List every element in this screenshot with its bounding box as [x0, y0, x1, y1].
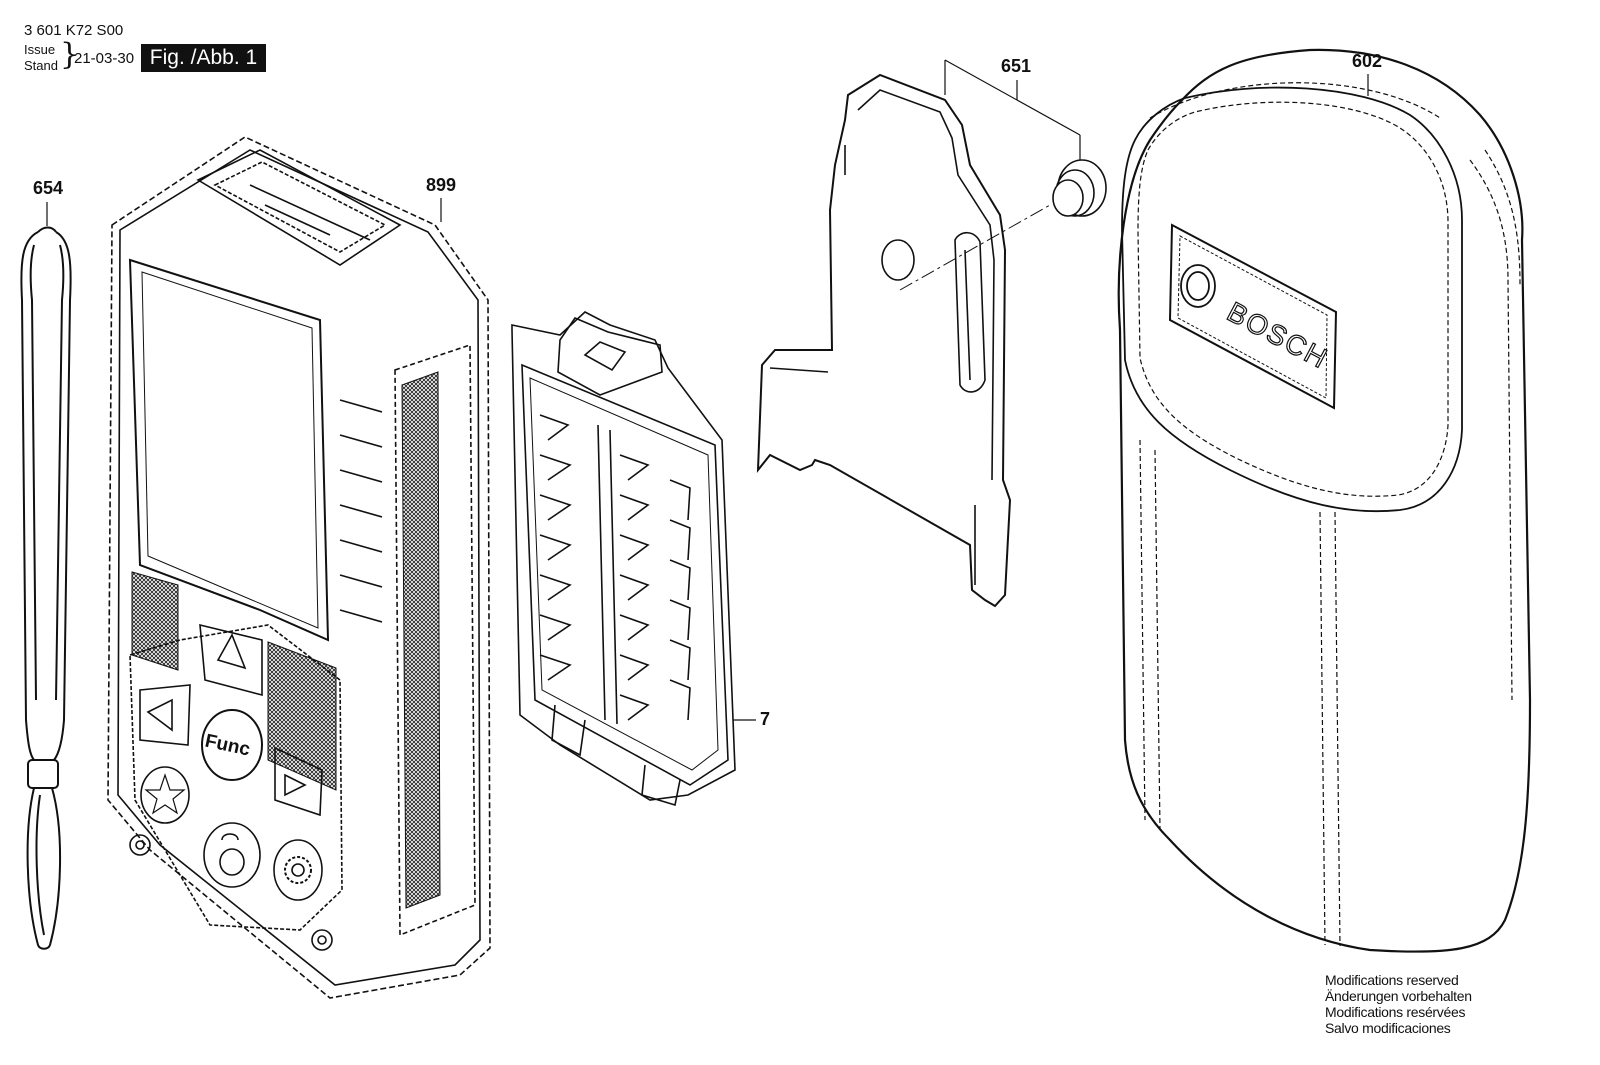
issue-date: 21-03-30	[74, 50, 135, 67]
func-button-label: Func	[203, 731, 252, 761]
modifications-line-de: Änderungen vorbehalten	[1325, 988, 1472, 1004]
battery-cover-part	[511, 311, 736, 807]
wrist-strap-part	[20, 226, 72, 950]
modifications-line-en: Modifications reserved	[1325, 972, 1459, 988]
housing-part	[107, 136, 491, 999]
brace-glyph: }	[60, 37, 80, 72]
callout-602: 602	[1352, 51, 1383, 71]
part-number: 3 601 K72 S00	[24, 22, 124, 39]
modifications-line-fr: Modifications resérvées	[1325, 1004, 1466, 1020]
callout-7: 7	[760, 709, 771, 729]
callout-654: 654	[33, 178, 64, 198]
modifications-line-es: Salvo modificaciones	[1325, 1020, 1451, 1036]
clip-screw-part	[1052, 159, 1107, 217]
figure-label: Fig. /Abb. 1	[141, 44, 266, 72]
pouch-part	[1117, 48, 1532, 953]
modifications-notice: Modifications reserved Änderungen vorbeh…	[1325, 972, 1472, 1036]
belt-clip-part	[756, 73, 1012, 608]
pouch-brand-label: BOSCH	[1222, 296, 1333, 375]
callout-899: 899	[426, 175, 457, 195]
leader-651	[944, 59, 1081, 160]
callout-651: 651	[1001, 56, 1032, 76]
stand-label: Stand	[24, 58, 58, 73]
issue-label: Issue	[24, 42, 56, 57]
assembly-axis-line	[899, 204, 1051, 291]
